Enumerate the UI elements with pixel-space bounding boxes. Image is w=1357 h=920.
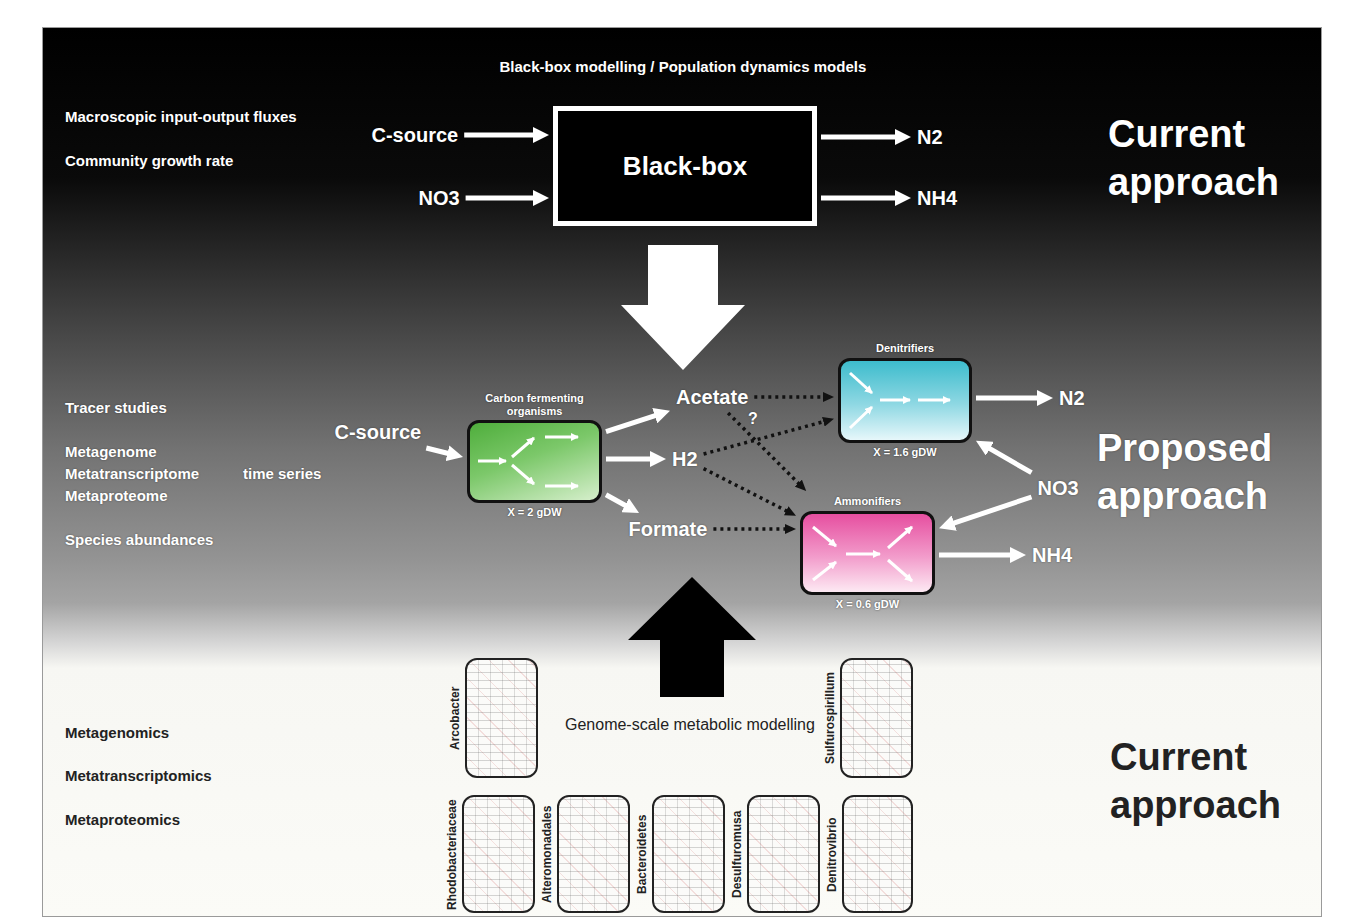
- species-label: C-source: [370, 123, 461, 147]
- genome-model: Sulfurospirillum: [822, 658, 913, 778]
- genome-model: Rhodobacteriaceae: [444, 795, 535, 913]
- organism-box: [467, 420, 602, 503]
- annotation: Metagenome: [65, 443, 157, 460]
- node-text: H2: [672, 448, 698, 470]
- biomass-label: X = 0.6 gDW: [800, 598, 935, 610]
- metabolic-map: [465, 658, 538, 778]
- species-label: NH4: [915, 186, 959, 210]
- taxon-name: Denitrovibrio: [825, 817, 839, 892]
- flux-arrow: [464, 133, 535, 138]
- annotation: Genome-scale metabolic modelling: [565, 716, 815, 734]
- flux-arrow: [976, 396, 1039, 401]
- node-text: Formate: [629, 518, 708, 540]
- big-white-arrow: [621, 245, 745, 370]
- uptake-dotted-arrow: [728, 413, 800, 485]
- genome-model: Denitrovibrio: [824, 795, 913, 913]
- group-heading: Carbon fermenting organisms: [467, 392, 602, 417]
- annotation: Proposed approach: [1097, 424, 1297, 520]
- uptake-dotted-arrow: [704, 469, 788, 512]
- flux-arrow: [466, 196, 535, 201]
- uptake-dotted-arrow: [704, 421, 826, 454]
- taxon-name: Alteromonadales: [540, 805, 554, 902]
- annotation: Current approach: [1110, 733, 1310, 829]
- annotation: Metagenomics: [65, 724, 169, 741]
- node-text: NH4: [917, 187, 957, 209]
- species-label: N2: [1057, 386, 1087, 410]
- organism-group: Denitrifiers X = 1.6 gDW: [838, 342, 972, 458]
- genome-model: Arcobacter: [447, 658, 538, 778]
- taxon-name: Desulfuromusa: [730, 810, 744, 897]
- taxon-name: Sulfurospirillum: [823, 672, 837, 764]
- annotation: Metaproteome: [65, 487, 168, 504]
- taxon-name: Arcobacter: [448, 686, 462, 749]
- node-text: C-source: [335, 421, 422, 443]
- annotation: time series: [243, 465, 321, 482]
- organism-box: [800, 511, 935, 595]
- metabolic-map: [840, 658, 913, 778]
- species-label: NH4: [1030, 543, 1074, 567]
- flux-arrow: [606, 495, 627, 507]
- annotation: Current approach: [1108, 110, 1308, 206]
- flux-arrow: [606, 457, 652, 462]
- metabolic-map: [462, 795, 535, 913]
- flux-arrow: [821, 135, 897, 140]
- annotation: Metaproteomics: [65, 811, 180, 828]
- organism-group: Ammonifiers X = 0.6 gDW: [800, 495, 935, 610]
- uptake-dotted-arrow: [754, 395, 825, 399]
- flux-arrow: [426, 448, 449, 454]
- group-heading: Ammonifiers: [800, 495, 935, 508]
- group-heading: Denitrifiers: [838, 342, 972, 355]
- flux-arrow: [988, 448, 1031, 473]
- node-text: NO3: [1038, 477, 1079, 499]
- annotation: Metatranscriptome: [65, 465, 199, 482]
- flux-arrow: [952, 497, 1031, 524]
- organism-group: Carbon fermenting organisms X = 2 gDW: [467, 392, 602, 518]
- species-label: N2: [915, 125, 945, 149]
- genome-model: Bacteroidetes: [634, 795, 725, 913]
- node-text: N2: [1059, 387, 1085, 409]
- box-text: Black-box: [623, 151, 747, 182]
- annotation: Macroscopic input-output fluxes: [65, 108, 297, 125]
- species-label: Acetate: [674, 385, 750, 409]
- organism-box: [838, 358, 972, 443]
- node-text: N2: [917, 126, 943, 148]
- flux-arrow: [939, 553, 1012, 558]
- genome-model: Desulfuromusa: [729, 795, 820, 913]
- edge-label: ?: [748, 410, 758, 428]
- biomass-label: X = 2 gDW: [467, 506, 602, 518]
- node-text: NH4: [1032, 544, 1072, 566]
- metabolic-map: [747, 795, 820, 913]
- flux-arrow: [606, 415, 657, 432]
- metabolic-map: [557, 795, 630, 913]
- annotation: Metatranscriptomics: [65, 767, 212, 784]
- species-label: NO3: [417, 186, 462, 210]
- species-label: NO3: [1036, 476, 1081, 500]
- taxon-name: Rhodobacteriaceae: [445, 799, 459, 910]
- node-text: Acetate: [676, 386, 748, 408]
- big-black-arrow: [628, 577, 756, 697]
- species-label: Formate: [627, 517, 710, 541]
- annotation: Tracer studies: [65, 399, 167, 416]
- node-text: C-source: [372, 124, 459, 146]
- metabolic-map: [652, 795, 725, 913]
- flux-arrow: [821, 196, 897, 201]
- title: Black-box modelling / Population dynamic…: [500, 58, 867, 75]
- species-label: H2: [670, 447, 700, 471]
- black-box: Black-box: [553, 106, 817, 226]
- biomass-label: X = 1.6 gDW: [838, 446, 972, 458]
- annotation: Species abundances: [65, 531, 213, 548]
- node-text: NO3: [419, 187, 460, 209]
- species-label: C-source: [333, 420, 424, 444]
- uptake-dotted-arrow: [713, 527, 787, 531]
- genome-model: Alteromonadales: [539, 795, 630, 913]
- annotation: Community growth rate: [65, 152, 233, 169]
- metabolic-map: [842, 795, 913, 913]
- taxon-name: Bacteroidetes: [635, 814, 649, 893]
